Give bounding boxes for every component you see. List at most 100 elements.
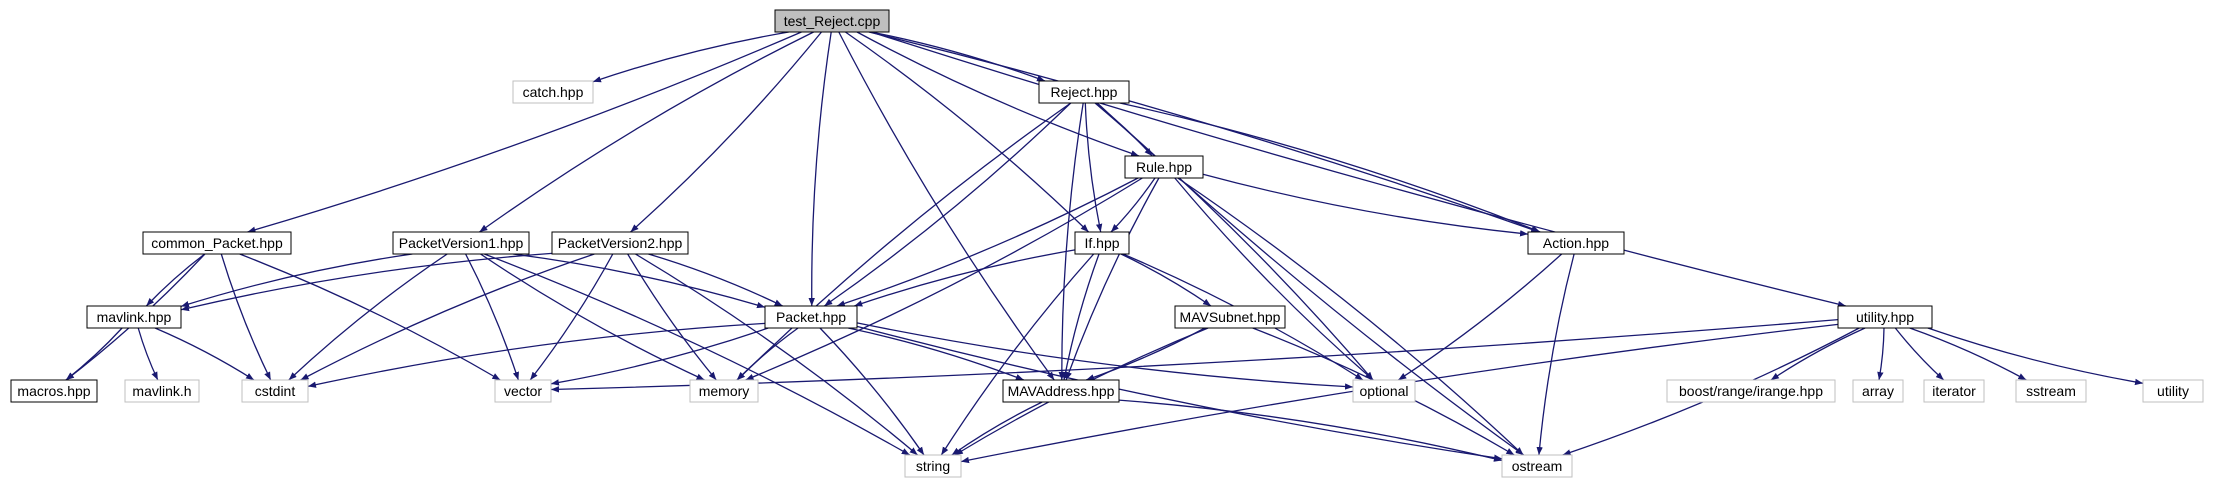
edge-packet-to-string <box>819 327 925 456</box>
node-utility-hpp[interactable]: utility.hpp <box>1837 305 1933 329</box>
node-box <box>142 231 292 255</box>
edge-reject-to-ostream <box>1096 102 1525 456</box>
edge-test_reject-to-if <box>845 31 1090 233</box>
edge-packetv2-to-packet <box>648 253 783 307</box>
edge-test_reject-to-packet <box>808 31 832 307</box>
edge-reject-to-mavaddress <box>1058 102 1084 381</box>
node-packet[interactable]: Packet.hpp <box>764 305 858 329</box>
node-box <box>689 379 759 403</box>
node-packetv2[interactable]: PacketVersion2.hpp <box>551 231 689 255</box>
node-memory: memory <box>689 379 759 403</box>
node-mavaddress[interactable]: MAVAddress.hpp <box>1002 379 1120 403</box>
node-label: utility <box>2157 383 2189 399</box>
edge-packetv2-to-cstdint <box>300 253 595 381</box>
edge-action-to-ostream <box>1536 253 1575 456</box>
edge-if-to-mavaddress <box>1062 253 1100 381</box>
node-rule[interactable]: Rule.hpp <box>1124 155 1204 179</box>
edge-utility_hpp-to-utility <box>1927 327 2144 386</box>
edge-rule-to-optional <box>1174 177 1374 381</box>
node-box <box>494 379 552 403</box>
node-array: array <box>1852 379 1904 403</box>
node-label: PacketVersion2.hpp <box>558 235 683 251</box>
node-label: boost/range/irange.hpp <box>1679 383 1823 399</box>
edge-packetv1-to-mavlink <box>180 253 413 308</box>
node-label: PacketVersion1.hpp <box>399 235 524 251</box>
node-box <box>904 454 962 478</box>
node-cstdint: cstdint <box>241 379 309 403</box>
node-label: sstream <box>2026 383 2076 399</box>
edge-packetv2-to-vector <box>529 253 614 381</box>
edge-if-to-mavsubnet <box>1120 253 1212 307</box>
node-optional: optional <box>1352 379 1416 403</box>
node-box <box>1002 379 1120 403</box>
node-mavsubnet[interactable]: MAVSubnet.hpp <box>1174 305 1286 329</box>
node-label: utility.hpp <box>1856 309 1914 325</box>
node-label: mavlink.h <box>132 383 191 399</box>
edge-reject-to-packet <box>823 102 1072 307</box>
node-label: ostream <box>1512 458 1563 474</box>
edge-packet-to-memory <box>736 327 799 381</box>
node-box <box>2142 379 2204 403</box>
edge-packetv1-to-cstdint <box>288 253 448 381</box>
node-label: common_Packet.hpp <box>151 235 283 251</box>
node-label: Rule.hpp <box>1136 159 1192 175</box>
edge-rule-to-ostream <box>1177 177 1524 456</box>
node-reject[interactable]: Reject.hpp <box>1038 80 1130 104</box>
node-box <box>1527 231 1625 255</box>
edge-test_reject-to-packetv2 <box>630 31 823 233</box>
node-packetv1[interactable]: PacketVersion1.hpp <box>392 231 530 255</box>
edge-test_reject-to-catch <box>592 31 789 83</box>
edge-common_packet-to-mavlink <box>145 253 206 307</box>
edge-mavlink-to-macros <box>65 327 123 381</box>
edge-test_reject-to-common_packet <box>247 31 802 233</box>
node-common-packet[interactable]: common_Packet.hpp <box>142 231 292 255</box>
node-label: test_Reject.cpp <box>784 13 881 29</box>
node-iterator: iterator <box>1923 379 1985 403</box>
edge-test_reject-to-reject <box>870 31 1046 82</box>
node-box <box>2015 379 2087 403</box>
edge-utility_hpp-to-sstream <box>1909 327 2027 381</box>
node-mavlink[interactable]: mavlink.hpp <box>86 305 182 329</box>
edge-mavaddress-to-ostream <box>1118 399 1503 462</box>
node-label: array <box>1862 383 1894 399</box>
node-box <box>774 9 890 33</box>
edge-reject-to-optional <box>1094 102 1374 381</box>
edge-utility_hpp-to-vector <box>550 318 1839 393</box>
node-string: string <box>904 454 962 478</box>
node-label: catch.hpp <box>523 84 584 100</box>
node-label: string <box>916 458 950 474</box>
node-box <box>1501 454 1573 478</box>
node-box <box>1174 305 1286 329</box>
edge-test_reject-to-rule <box>856 31 1140 157</box>
node-label: MAVAddress.hpp <box>1008 383 1115 399</box>
node-test-reject[interactable]: test_Reject.cpp <box>774 9 890 33</box>
node-box <box>10 379 98 403</box>
node-label: Action.hpp <box>1543 235 1609 251</box>
node-irange: boost/range/irange.hpp <box>1666 379 1836 403</box>
node-box <box>1038 80 1130 104</box>
edge-test_reject-to-packetv1 <box>479 31 814 233</box>
node-box <box>764 305 858 329</box>
node-if[interactable]: If.hpp <box>1074 231 1130 255</box>
node-label: Packet.hpp <box>776 309 846 325</box>
edge-packet-to-vector <box>550 327 769 386</box>
node-action[interactable]: Action.hpp <box>1527 231 1625 255</box>
edge-common_packet-to-cstdint <box>220 253 272 381</box>
node-macros[interactable]: macros.hpp <box>10 379 98 403</box>
edge-if-to-packet <box>854 249 1076 307</box>
edge-rule-to-action <box>1202 173 1529 237</box>
edge-reject-to-if <box>1084 102 1103 233</box>
edge-mavsubnet-to-mavaddress <box>1085 327 1206 381</box>
edge-packetv1-to-vector <box>465 253 520 381</box>
edge-reject-to-memory <box>736 102 1072 381</box>
edge-rule-to-if <box>1110 177 1156 233</box>
edge-rule-to-packet <box>836 177 1139 307</box>
edge-utility_hpp-to-array <box>1877 327 1885 381</box>
node-label: memory <box>699 383 750 399</box>
edge-test_reject-to-utility_hpp <box>870 31 1847 308</box>
node-catch: catch.hpp <box>512 80 594 104</box>
edge-packetv1-to-memory <box>480 253 705 381</box>
node-label: mavlink.hpp <box>97 309 172 325</box>
node-utility: utility <box>2142 379 2204 403</box>
